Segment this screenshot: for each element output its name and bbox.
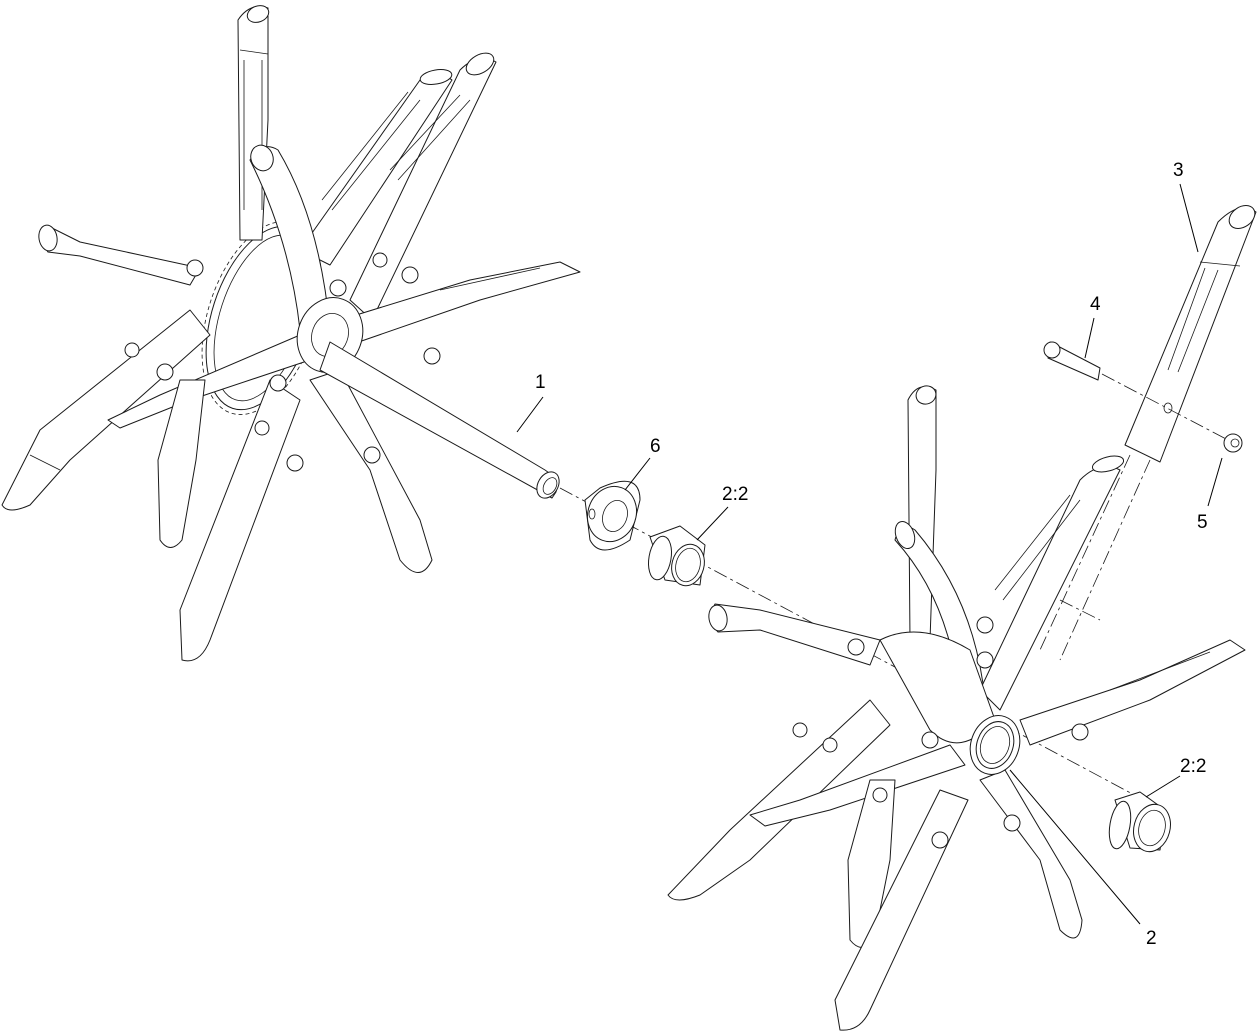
- callout-6-shaft-collar: 6: [650, 436, 661, 457]
- tine-r-upper-vertical: [907, 385, 937, 641]
- hex-nuts-left: [124, 252, 441, 472]
- tine-part-3: [1124, 205, 1257, 463]
- tine-r-lower-right-2: [979, 769, 1083, 939]
- right-hub: [879, 631, 1021, 775]
- tine-lower-vertical: [157, 379, 206, 548]
- bolt-part-4: [1043, 341, 1101, 381]
- tine-r-left-horizontal: [708, 603, 881, 666]
- shaft-part-1: [319, 341, 560, 499]
- tine-lower-right-1: [179, 379, 301, 662]
- tine-r-right-horizontal: [1019, 639, 1246, 746]
- tine-insertion-line: [1039, 454, 1151, 661]
- tine-r-lower-right-1: [834, 789, 969, 1031]
- tine-upper-curved: [249, 144, 331, 331]
- shaft-collar-part-6: [584, 480, 641, 551]
- tine-left-horizontal: [38, 224, 201, 286]
- callout-3-tine: 3: [1173, 160, 1184, 181]
- hex-nuts-right: [792, 616, 1089, 849]
- callout-2-rotor-hub: 2: [1146, 928, 1157, 949]
- tine-upper-right-1: [299, 69, 453, 266]
- tine-upper-vertical: [237, 5, 270, 241]
- left-rotor-assembly: [1, 5, 581, 662]
- tine-r-upper-right: [979, 455, 1125, 711]
- callout-5-nut: 5: [1197, 512, 1208, 533]
- callout-2-2-bushing-lower: 2:2: [1180, 756, 1207, 777]
- callout-4-bolt: 4: [1090, 294, 1101, 315]
- nut-part-5: [1223, 433, 1243, 453]
- tine-lower-right-2: [309, 369, 433, 573]
- leader-lines: [516, 183, 1223, 925]
- tine-upper-right-2: [349, 52, 497, 321]
- tine-r-lower-blade: [749, 744, 966, 827]
- bushing-part-2-2-upper: [648, 525, 706, 587]
- bushing-part-2-2-lower: [1108, 791, 1171, 853]
- callout-1-shaft: 1: [535, 372, 546, 393]
- right-rotor-assembly: [667, 385, 1246, 1031]
- callout-2-2-bushing-upper: 2:2: [722, 484, 749, 505]
- bolt-axis-line: [1101, 373, 1229, 441]
- tine-lower-left: [1, 309, 211, 511]
